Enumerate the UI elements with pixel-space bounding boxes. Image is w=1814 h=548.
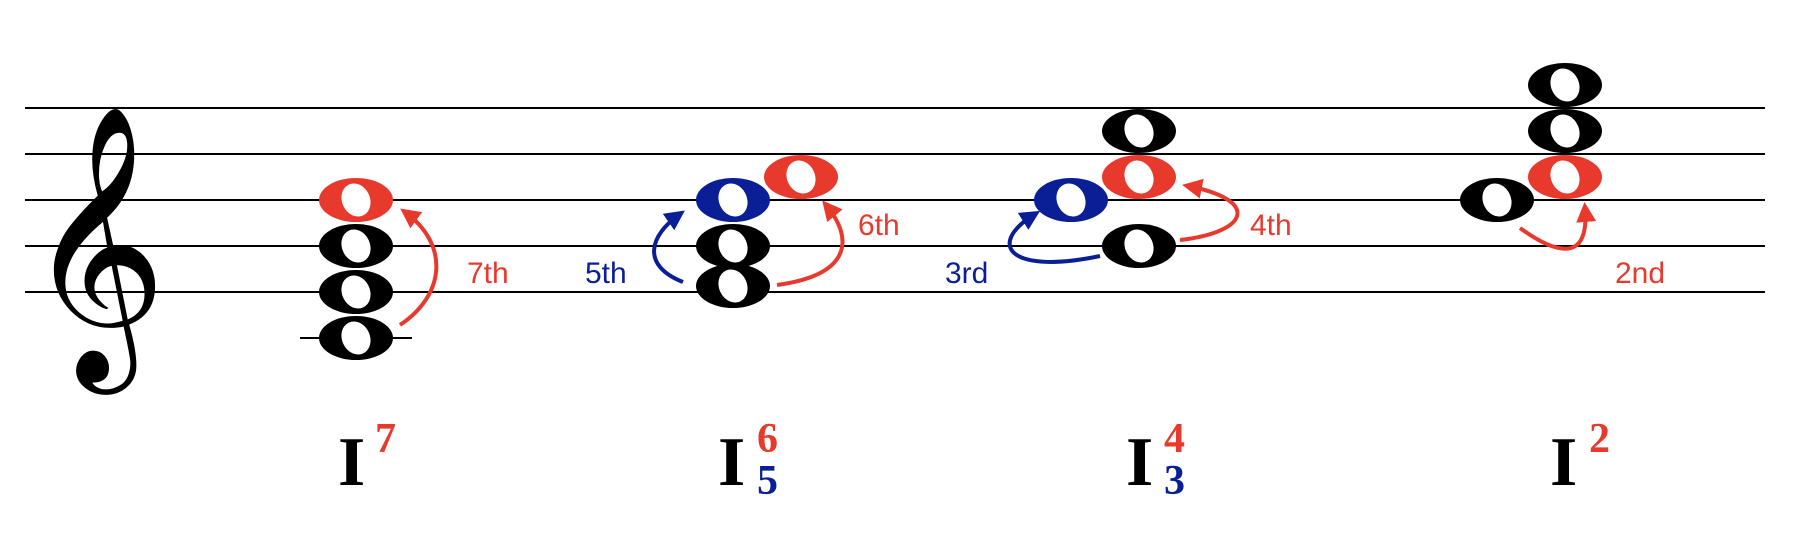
whole-note xyxy=(1528,63,1602,107)
treble-clef-icon: 𝄞 xyxy=(25,109,167,395)
roman-numeral: I xyxy=(1126,424,1153,501)
figure-I43: I 4 3 xyxy=(1126,416,1185,504)
chord-4-third-inversion: 2nd xyxy=(1460,63,1665,290)
whole-note-seventh xyxy=(319,178,393,222)
figure-I2: I 2 xyxy=(1550,416,1610,501)
whole-note xyxy=(319,270,393,314)
whole-note-sixth xyxy=(764,155,838,199)
figure-I7: I 7 xyxy=(338,416,396,501)
interval-label-5th: 5th xyxy=(585,257,627,290)
whole-note xyxy=(319,224,393,268)
whole-note xyxy=(1102,224,1176,268)
whole-note xyxy=(1460,178,1534,222)
interval-label-3rd: 3rd xyxy=(945,257,988,290)
whole-note-fifth xyxy=(696,178,770,222)
interval-label-7th: 7th xyxy=(467,257,509,290)
figure-bottom: 3 xyxy=(1164,458,1185,504)
figure-top: 2 xyxy=(1589,416,1610,462)
roman-numeral: I xyxy=(718,424,745,501)
whole-note xyxy=(696,224,770,268)
whole-note xyxy=(696,264,770,308)
roman-numeral: I xyxy=(338,424,365,501)
figure-bottom: 5 xyxy=(757,458,778,504)
interval-arrow-4th xyxy=(1179,178,1240,242)
interval-arrow-3rd xyxy=(1007,210,1101,264)
whole-note xyxy=(1528,109,1602,153)
roman-numeral: I xyxy=(1550,424,1577,501)
chord-3-second-inversion: 3rd 4th xyxy=(945,109,1292,290)
figure-top: 4 xyxy=(1164,416,1185,462)
interval-label-4th: 4th xyxy=(1250,209,1292,242)
interval-arrow-6th xyxy=(776,200,845,287)
whole-note xyxy=(1102,109,1176,153)
figure-I65: I 6 5 xyxy=(718,416,778,504)
figure-top: 7 xyxy=(375,416,396,462)
whole-note xyxy=(319,316,393,360)
interval-label-6th: 6th xyxy=(858,209,900,242)
whole-note-fourth xyxy=(1102,155,1176,199)
staff xyxy=(25,107,1765,293)
interval-arrow-2nd xyxy=(1518,202,1597,251)
chord-1-root-position: 7th xyxy=(300,178,509,360)
interval-label-2nd: 2nd xyxy=(1615,257,1665,290)
interval-arrow-5th xyxy=(652,210,685,284)
whole-note-second xyxy=(1528,155,1602,199)
interval-arrow-7th xyxy=(398,208,439,327)
chord-2-first-inversion: 5th 6th xyxy=(585,155,900,308)
figure-top: 6 xyxy=(757,416,778,462)
whole-note-third xyxy=(1034,178,1108,222)
